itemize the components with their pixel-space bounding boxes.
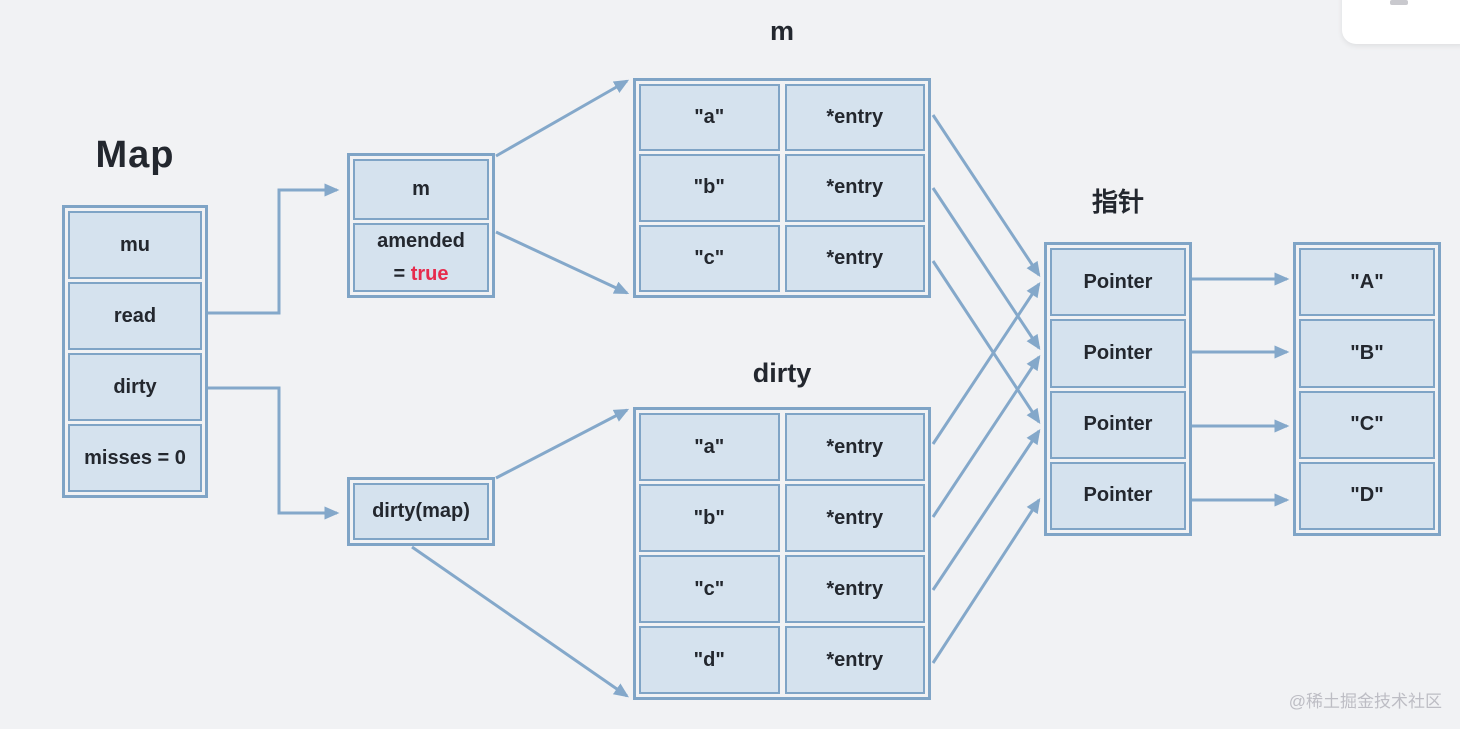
m-table-key: "b"	[639, 154, 780, 222]
dirty-table-key: "d"	[639, 626, 780, 694]
arrow-dirtymap-to-dirtytable-top	[495, 408, 630, 480]
map-struct-title: Map	[95, 134, 175, 176]
amended-true-value: true	[410, 263, 449, 285]
m-table-entry: *entry	[784, 154, 925, 222]
arrow-m-entry-c-to-pointer-3	[931, 260, 1041, 425]
pointer-cell: Pointer	[1050, 248, 1186, 317]
m-table-key: "a"	[639, 84, 780, 152]
arrow-m-entry-b-to-pointer-2	[931, 187, 1041, 351]
dirty-table-key: "c"	[639, 555, 780, 623]
arrow-dirty-entry-d-to-pointer-4	[931, 497, 1041, 664]
map-field-misses: misses = 0	[68, 424, 202, 492]
dirty-table-entry: *entry	[784, 626, 925, 694]
pointer-cell: Pointer	[1050, 319, 1186, 388]
value-cell: "C"	[1299, 390, 1435, 459]
map-field-read: read	[68, 282, 202, 350]
map-field-dirty: dirty	[68, 353, 202, 421]
grip-icon	[1390, 0, 1408, 5]
arrow-dirty-entry-c-to-pointer-3	[931, 429, 1041, 591]
m-table-entry: *entry	[784, 224, 925, 292]
watermark: @稀土掘金技术社区	[1288, 692, 1442, 711]
m-table: "a" *entry "b" *entry "c" *entry	[633, 78, 931, 298]
value-cell: "B"	[1299, 319, 1435, 388]
dirty-table-title: dirty	[752, 358, 812, 388]
arrow-mbox-to-mtable-bottom	[495, 230, 630, 295]
floating-toolbar-remnant[interactable]	[1342, 0, 1460, 44]
dirty-map-label: dirty(map)	[353, 483, 489, 540]
arrow-dirtymap-to-dirtytable-bottom	[411, 545, 629, 698]
arrow-dirty-entry-b-to-pointer-2	[931, 354, 1041, 518]
value-cell: "D"	[1299, 461, 1435, 530]
dirty-table-entry: *entry	[784, 413, 925, 481]
map-field-mu: mu	[68, 211, 202, 279]
read-node-amended-cell: amended = true	[353, 223, 489, 292]
pointer-cell: Pointer	[1050, 390, 1186, 459]
m-table-title: m	[769, 16, 794, 46]
arrow-dirty-entry-a-to-pointer-1	[931, 281, 1041, 445]
dirty-table-key: "a"	[639, 413, 780, 481]
amended-label: amended	[377, 230, 465, 252]
pointer-table: Pointer Pointer Pointer Pointer	[1044, 242, 1192, 536]
dirty-table: "a" *entry "b" *entry "c" *entry "d" *en…	[633, 407, 931, 700]
pointer-cell: Pointer	[1050, 461, 1186, 530]
dirty-table-entry: *entry	[784, 555, 925, 623]
arrow-dirty-to-dirtymap-box	[208, 386, 340, 520]
value-table: "A" "B" "C" "D"	[1293, 242, 1441, 536]
dirty-map-node: dirty(map)	[347, 477, 495, 546]
amended-value: = true	[393, 263, 449, 285]
arrow-read-to-m-box	[208, 183, 340, 315]
dirty-table-entry: *entry	[784, 484, 925, 552]
value-cell: "A"	[1299, 248, 1435, 317]
read-node: m amended = true	[347, 153, 495, 298]
arrow-mbox-to-mtable-top	[495, 79, 630, 158]
m-table-key: "c"	[639, 224, 780, 292]
arrow-m-entry-a-to-pointer-1	[931, 114, 1041, 278]
read-node-m-cell: m	[353, 159, 489, 220]
m-table-entry: *entry	[784, 84, 925, 152]
dirty-table-key: "b"	[639, 484, 780, 552]
map-struct: mu read dirty misses = 0	[62, 205, 208, 498]
pointer-table-title: 指针	[1091, 187, 1144, 217]
